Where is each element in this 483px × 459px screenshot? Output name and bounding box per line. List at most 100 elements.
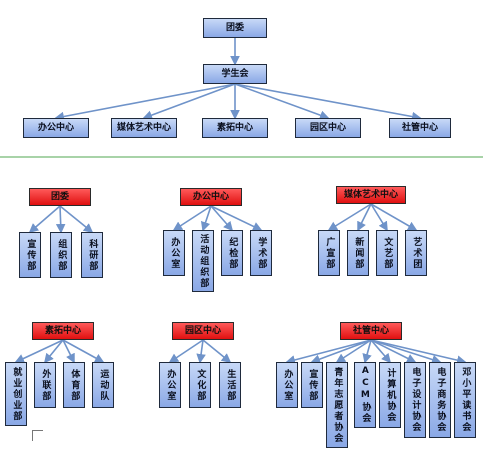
connector-28 xyxy=(370,339,392,364)
group-4-head-label: 园区中心 xyxy=(184,325,221,336)
group-3-member-0: 就业创业部 xyxy=(5,362,27,426)
node-top-child-4-label: 社管中心 xyxy=(401,122,438,133)
group-3-member-3: 运动队 xyxy=(92,362,114,408)
group-5-head: 社管中心 xyxy=(340,322,402,340)
group-0-member-2: 科研部 xyxy=(81,232,103,278)
group-3-member-2-label: 体育部 xyxy=(69,368,80,402)
group-3-member-0-label: 就业创业部 xyxy=(11,366,22,422)
connector-5 xyxy=(234,83,422,122)
node-top-child-3-label: 园区中心 xyxy=(309,122,346,133)
group-4-member-1-label: 文化部 xyxy=(195,368,206,402)
group-2-member-3: 艺术团 xyxy=(405,230,427,276)
group-0-member-2-label: 科研部 xyxy=(87,238,98,272)
group-1-member-3-label: 学术部 xyxy=(256,236,267,270)
group-3-member-1-label: 外联部 xyxy=(40,368,51,402)
group-1-member-2-label: 纪检部 xyxy=(227,236,238,270)
connector-26 xyxy=(335,339,372,363)
group-4-head: 园区中心 xyxy=(172,322,234,340)
group-1-member-0-label: 办公室 xyxy=(169,236,180,270)
group-1-member-0: 办公室 xyxy=(163,230,185,276)
group-3-member-1: 外联部 xyxy=(34,362,56,408)
group-4-member-0: 办公室 xyxy=(159,362,181,408)
group-2-member-1-label: 新闻部 xyxy=(353,236,364,270)
node-top-child-0-label: 办公中心 xyxy=(37,122,74,133)
group-5-member-2-label: 青年志愿者协会 xyxy=(332,366,343,444)
connector-4 xyxy=(234,83,330,120)
group-3-member-2: 体育部 xyxy=(63,362,85,408)
group-5-member-0-label: 办公室 xyxy=(282,368,293,402)
node-top-child-0: 办公中心 xyxy=(23,118,89,138)
group-2-member-2-label: 文艺部 xyxy=(382,236,393,270)
connector-13 xyxy=(327,203,372,231)
group-2-member-0: 广宣部 xyxy=(318,230,340,276)
group-4-member-0-label: 办公室 xyxy=(165,368,176,402)
group-5-member-3-label: ACM协会 xyxy=(360,366,371,424)
connector-22 xyxy=(196,339,206,364)
connector-10 xyxy=(200,205,212,232)
group-1-member-3: 学术部 xyxy=(250,230,272,276)
connector-1 xyxy=(54,83,236,122)
group-5-member-2: 青年志愿者协会 xyxy=(326,362,348,448)
node-student-union: 学生会 xyxy=(203,64,267,84)
connector-18 xyxy=(43,339,64,364)
group-1-member-1-label: 活动组织部 xyxy=(198,233,209,289)
group-0-member-0: 宣传部 xyxy=(19,232,41,278)
connector-31 xyxy=(370,339,467,365)
group-5-head-label: 社管中心 xyxy=(352,325,389,336)
group-5-member-6-label: 电子商务协会 xyxy=(435,367,446,433)
group-0-head-label: 团委 xyxy=(50,191,69,202)
connector-23 xyxy=(202,339,232,364)
section-divider xyxy=(0,156,483,158)
group-5-member-6: 电子商务协会 xyxy=(429,362,451,438)
group-5-member-4: 计算机协会 xyxy=(379,362,401,428)
group-0-member-0-label: 宣传部 xyxy=(25,238,36,272)
connector-14 xyxy=(357,203,372,232)
group-1-head-label: 办公中心 xyxy=(192,191,229,202)
group-1-member-2: 纪检部 xyxy=(221,230,243,276)
group-5-member-7: 邓小平读书会 xyxy=(454,362,476,438)
group-1-head: 办公中心 xyxy=(180,188,242,206)
connector-20 xyxy=(62,339,105,363)
connector-15 xyxy=(370,203,388,232)
node-top-child-3: 园区中心 xyxy=(295,118,361,138)
group-2-member-2: 文艺部 xyxy=(376,230,398,276)
connector-24 xyxy=(285,339,372,365)
node-root: 团委 xyxy=(203,18,267,38)
group-2-head-label: 媒体艺术中心 xyxy=(343,189,398,200)
connector-11 xyxy=(210,205,234,232)
group-3-head-label: 素拓中心 xyxy=(44,325,81,336)
connector-21 xyxy=(168,339,204,363)
connector-19 xyxy=(62,339,75,364)
connector-6 xyxy=(28,205,61,234)
node-top-child-1-label: 媒体艺术中心 xyxy=(116,122,171,133)
group-5-member-0: 办公室 xyxy=(276,362,298,408)
group-2-member-1: 新闻部 xyxy=(347,230,369,276)
connector-17 xyxy=(14,339,64,363)
node-root-label: 团委 xyxy=(225,22,244,33)
group-5-member-1: 宣传部 xyxy=(301,362,323,408)
group-4-member-2: 生活部 xyxy=(219,362,241,408)
group-5-member-5-label: 电子设计协会 xyxy=(410,367,421,433)
node-top-child-2-label: 素拓中心 xyxy=(216,122,253,133)
node-top-child-4: 社管中心 xyxy=(389,118,451,138)
group-5-member-7-label: 邓小平读书会 xyxy=(460,367,471,433)
connector-2 xyxy=(142,83,236,120)
group-5-member-4-label: 计算机协会 xyxy=(385,367,396,423)
node-top-child-1: 媒体艺术中心 xyxy=(111,118,177,138)
connector-16 xyxy=(370,203,418,231)
group-2-head: 媒体艺术中心 xyxy=(336,186,406,204)
connector-8 xyxy=(59,205,94,234)
group-3-head: 素拓中心 xyxy=(32,322,94,340)
node-student-union-label: 学生会 xyxy=(221,68,249,79)
node-top-child-2: 素拓中心 xyxy=(202,118,268,138)
connector-25 xyxy=(310,339,372,364)
group-5-member-1-label: 宣传部 xyxy=(307,368,318,402)
group-5-member-5: 电子设计协会 xyxy=(404,362,426,438)
connector-29 xyxy=(370,339,417,363)
connector-7 xyxy=(55,205,66,234)
connector-12 xyxy=(210,205,263,231)
group-4-member-1: 文化部 xyxy=(189,362,211,408)
connector-27 xyxy=(362,339,372,364)
